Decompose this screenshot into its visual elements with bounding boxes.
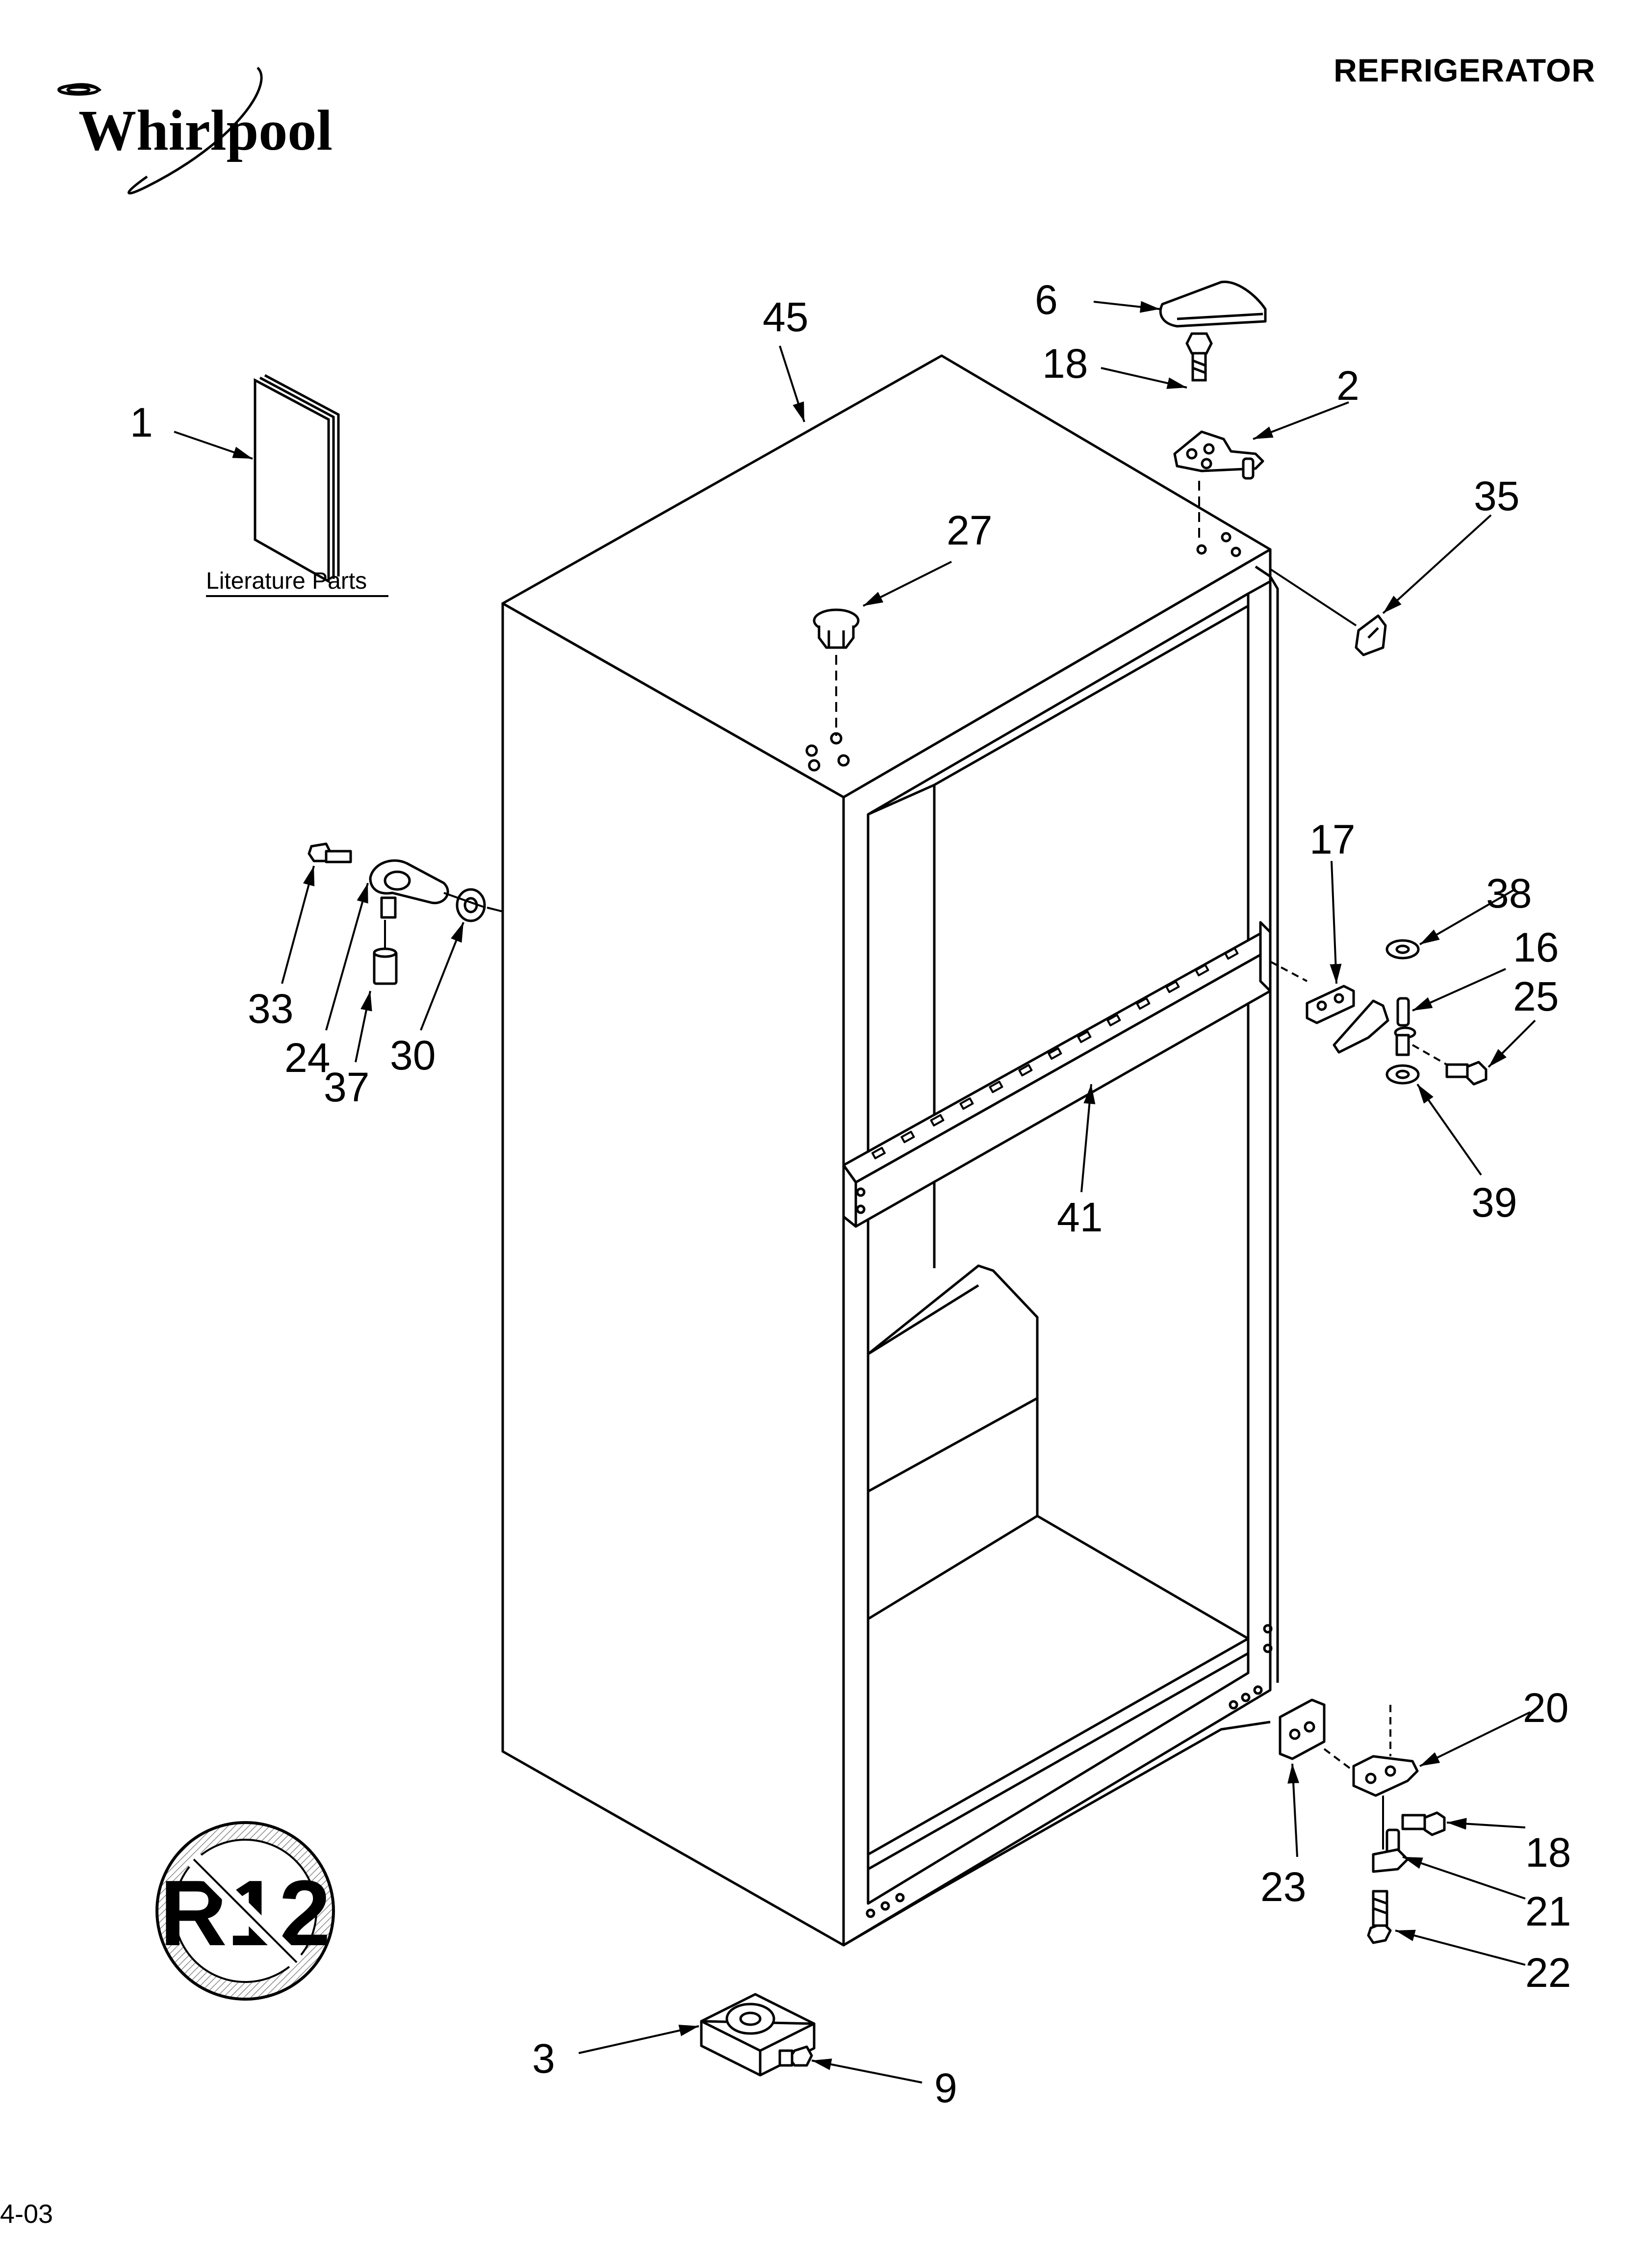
callout-35: 35 xyxy=(1474,473,1519,519)
hinge-stop xyxy=(1355,614,1387,656)
callout-3: 3 xyxy=(532,2035,555,2082)
revision-code: 4-03 xyxy=(0,2199,53,2229)
literature-booklet xyxy=(254,374,340,584)
callout-38: 38 xyxy=(1486,870,1532,916)
callout-18-top: 18 xyxy=(1042,340,1088,387)
left-hinge-assembly xyxy=(308,842,486,985)
refrigerator-cabinet xyxy=(501,354,1279,1947)
callout-22: 22 xyxy=(1525,1950,1571,1996)
callout-30: 30 xyxy=(390,1032,436,1078)
callout-20: 20 xyxy=(1523,1685,1568,1731)
literature-caption: Literature Parts xyxy=(206,568,367,594)
callout-33: 33 xyxy=(248,986,293,1032)
callout-16: 16 xyxy=(1513,924,1559,970)
no-r12-symbol: R12 xyxy=(155,1821,335,2001)
brand-wordmark: Whirlpool xyxy=(78,98,333,162)
callout-18-bottom: 18 xyxy=(1525,1829,1571,1876)
center-hinge-assembly xyxy=(1306,939,1488,1086)
callout-24: 24 xyxy=(284,1035,330,1081)
callout-labels: 1 45 6 18 2 35 27 17 38 16 25 39 41 33 2… xyxy=(130,277,1571,2111)
callout-41: 41 xyxy=(1057,1194,1103,1240)
callout-21: 21 xyxy=(1525,1888,1571,1934)
hinge-cover xyxy=(1159,280,1267,328)
callout-17: 17 xyxy=(1309,816,1355,862)
callout-39: 39 xyxy=(1471,1179,1517,1225)
roller-assembly xyxy=(700,1993,816,2077)
whirlpool-logo: Whirlpool xyxy=(57,67,333,195)
top-plug xyxy=(813,608,860,649)
callout-25: 25 xyxy=(1513,973,1559,1019)
callout-2: 2 xyxy=(1336,363,1360,409)
leader-lines xyxy=(174,301,1536,2084)
callout-9: 9 xyxy=(934,2065,957,2111)
callout-27: 27 xyxy=(947,507,992,553)
callout-37: 37 xyxy=(324,1064,369,1110)
callout-45: 45 xyxy=(763,294,808,340)
callout-1: 1 xyxy=(130,399,153,445)
top-hinge xyxy=(1173,430,1264,480)
bottom-hinge-assembly xyxy=(1279,1698,1446,1944)
callout-23: 23 xyxy=(1260,1864,1306,1910)
page-title: REFRIGERATOR xyxy=(1334,52,1595,88)
divider-rail xyxy=(842,921,1272,1228)
hinge-screw-top xyxy=(1185,332,1213,382)
callout-6: 6 xyxy=(1035,277,1058,323)
